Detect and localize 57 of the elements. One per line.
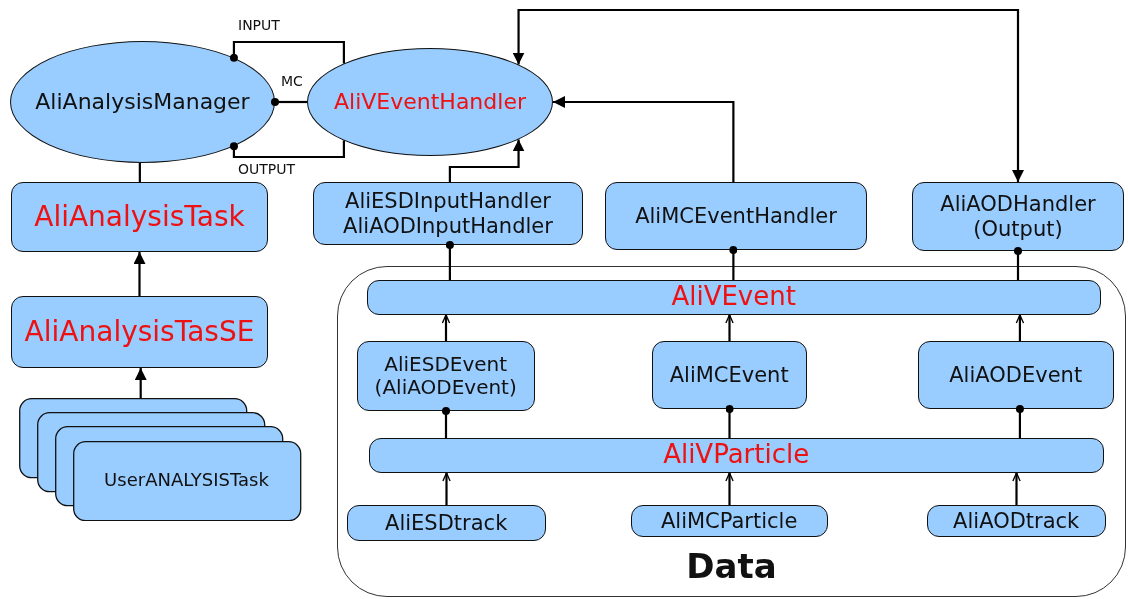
class-box xyxy=(926,504,1106,537)
class-name: AliMCEvent xyxy=(669,362,789,387)
class-box xyxy=(605,182,867,250)
connector xyxy=(133,252,146,296)
edge-label: INPUT xyxy=(236,17,282,33)
class-name: AliESDtrack xyxy=(385,510,508,535)
class-box xyxy=(313,182,583,245)
connector xyxy=(725,405,734,438)
class-name: AliVParticle xyxy=(663,440,810,471)
class-box xyxy=(630,504,828,537)
edge-label: MC xyxy=(279,73,305,89)
class-name: AliVEvent xyxy=(671,282,796,313)
class-name: AliESDEvent (AliAODEvent) xyxy=(373,352,518,399)
class-name: AliAnalysisManager xyxy=(35,89,250,115)
connector xyxy=(725,472,734,505)
connector xyxy=(442,472,451,505)
group-title: Data xyxy=(686,546,777,586)
class-box xyxy=(912,182,1124,251)
connector xyxy=(1015,314,1025,341)
class-box xyxy=(11,296,268,368)
class-box xyxy=(368,437,1104,473)
class-name: AliAnalysisTask xyxy=(34,200,245,234)
class-box xyxy=(11,182,268,252)
class-name: UserANALYSISTask xyxy=(103,470,270,491)
connector xyxy=(229,140,345,159)
class-name: AliAODHandler (Output) xyxy=(939,192,1097,241)
class-name: AliMCEventHandler xyxy=(635,203,837,229)
class-name: AliAODEvent xyxy=(949,362,1083,387)
stacked-cards xyxy=(19,398,302,521)
class-box xyxy=(366,279,1101,315)
connector xyxy=(512,8,1024,182)
class-box xyxy=(356,340,535,411)
connector xyxy=(1014,247,1022,280)
class-name: AliAODInputHandler xyxy=(343,213,553,238)
connector xyxy=(271,98,307,106)
connector xyxy=(229,40,345,64)
class-box xyxy=(917,340,1114,409)
class-name: AliAnalysisTasSE xyxy=(24,315,255,349)
connector xyxy=(1012,472,1021,505)
class-name: AliESDInputHandler xyxy=(345,189,551,214)
connector xyxy=(138,163,141,182)
connector xyxy=(448,139,525,182)
group-container xyxy=(337,266,1126,597)
class-name: AliMCParticle xyxy=(660,508,798,533)
class-box xyxy=(651,340,807,409)
connector xyxy=(1015,405,1024,438)
edge-label: OUTPUT xyxy=(236,161,298,177)
connector xyxy=(729,246,738,280)
connector xyxy=(442,407,450,438)
class-name: AliVEventHandler xyxy=(334,89,526,115)
connector xyxy=(441,314,451,341)
class-box xyxy=(346,504,546,541)
connector xyxy=(134,368,147,398)
connector xyxy=(445,241,454,280)
connector xyxy=(553,96,735,182)
class-name: AliAODtrack xyxy=(953,508,1080,533)
connector xyxy=(725,314,734,341)
